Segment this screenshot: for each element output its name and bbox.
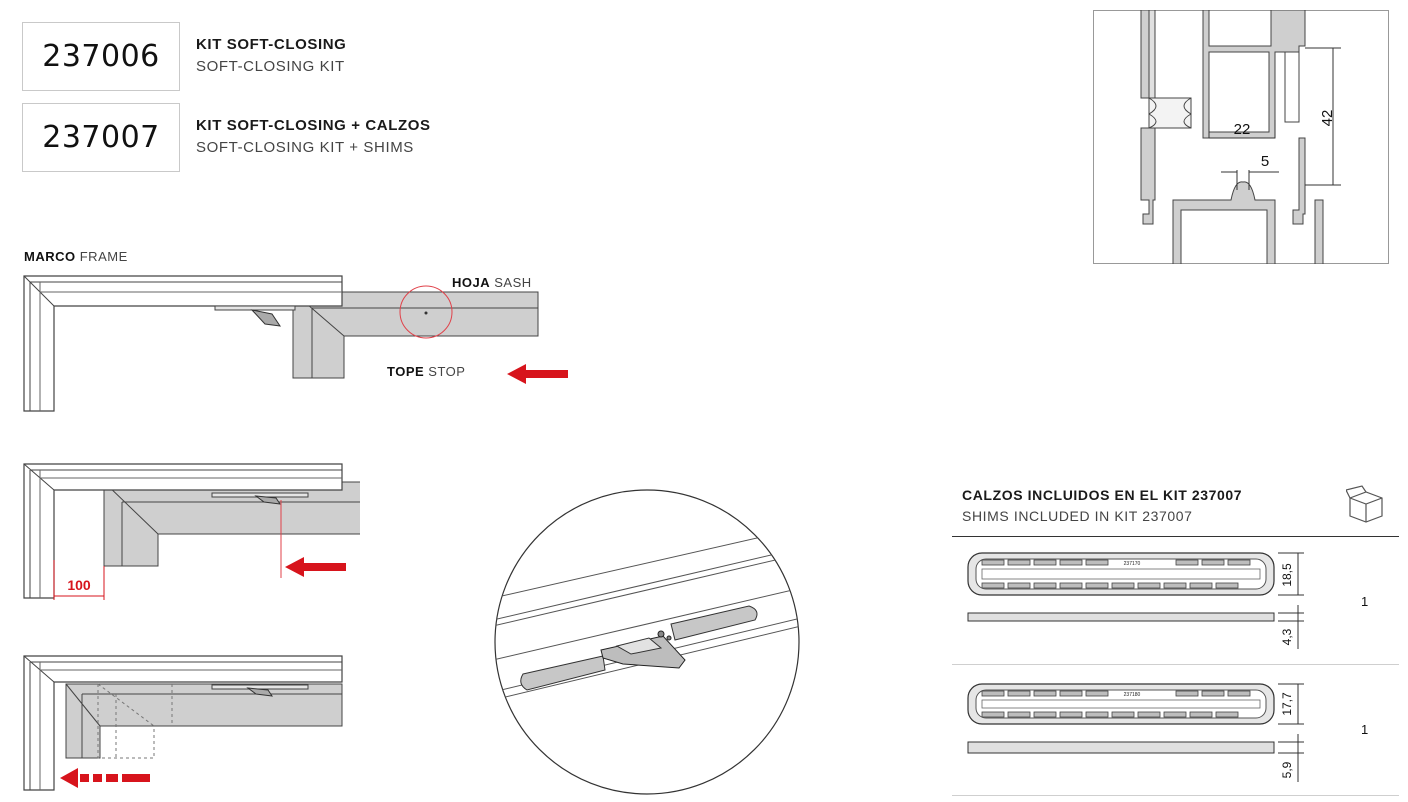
- arrow-left-icon: [507, 364, 568, 384]
- shim-2-width: 17,7: [1280, 692, 1294, 716]
- shim-2-mark: 237180: [1124, 692, 1141, 698]
- dim-section-width: 22: [1234, 121, 1251, 138]
- product-subtitle-237007: SOFT-CLOSING KIT + SHIMS: [196, 139, 414, 156]
- label-frame: MARCO FRAME: [24, 249, 128, 264]
- shim-2-thickness: 5,9: [1280, 761, 1294, 778]
- shims-divider-top: [952, 536, 1399, 537]
- arrow-left-icon: [285, 557, 346, 577]
- dim-section-gap: 5: [1261, 153, 1269, 170]
- product-title-237006: KIT SOFT-CLOSING: [196, 36, 347, 53]
- product-subtitle-237006: SOFT-CLOSING KIT: [196, 58, 345, 75]
- box-icon: [1346, 485, 1383, 523]
- product-code-237006: 237006: [22, 22, 180, 91]
- shim-2-drawing: 237180 17,7 5,9: [967, 683, 1304, 782]
- product-code-237007: 237007: [22, 103, 180, 172]
- shim-1-width: 18,5: [1280, 563, 1294, 587]
- product-title-237007: KIT SOFT-CLOSING + CALZOS: [196, 117, 431, 134]
- profile-section-drawing: 22 5 42: [1093, 10, 1389, 264]
- diagram-travel: 100: [23, 463, 360, 600]
- shims-title: CALZOS INCLUIDOS EN EL KIT 237007: [962, 487, 1243, 503]
- shim-1-thickness: 4,3: [1280, 628, 1294, 645]
- shim-1-drawing: 237170 18,5 4,3: [967, 552, 1304, 649]
- shims-divider-bottom: [952, 795, 1399, 796]
- shims-divider-mid: [952, 664, 1399, 665]
- label-sash: HOJA SASH: [452, 275, 532, 290]
- arrow-left-icon: [60, 768, 150, 788]
- shim-2-qty: 1: [1361, 722, 1369, 737]
- shim-1-qty: 1: [1361, 594, 1369, 609]
- dim-travel: 100: [67, 577, 91, 593]
- dim-section-height: 42: [1319, 110, 1336, 127]
- shim-1-mark: 237170: [1124, 561, 1141, 567]
- shims-subtitle: SHIMS INCLUDED IN KIT 237007: [962, 508, 1193, 524]
- label-stop: TOPE STOP: [387, 364, 466, 379]
- diagram-closed: [23, 655, 343, 791]
- diagram-stop-position: [23, 275, 568, 412]
- detail-zoom-circle: [494, 489, 800, 795]
